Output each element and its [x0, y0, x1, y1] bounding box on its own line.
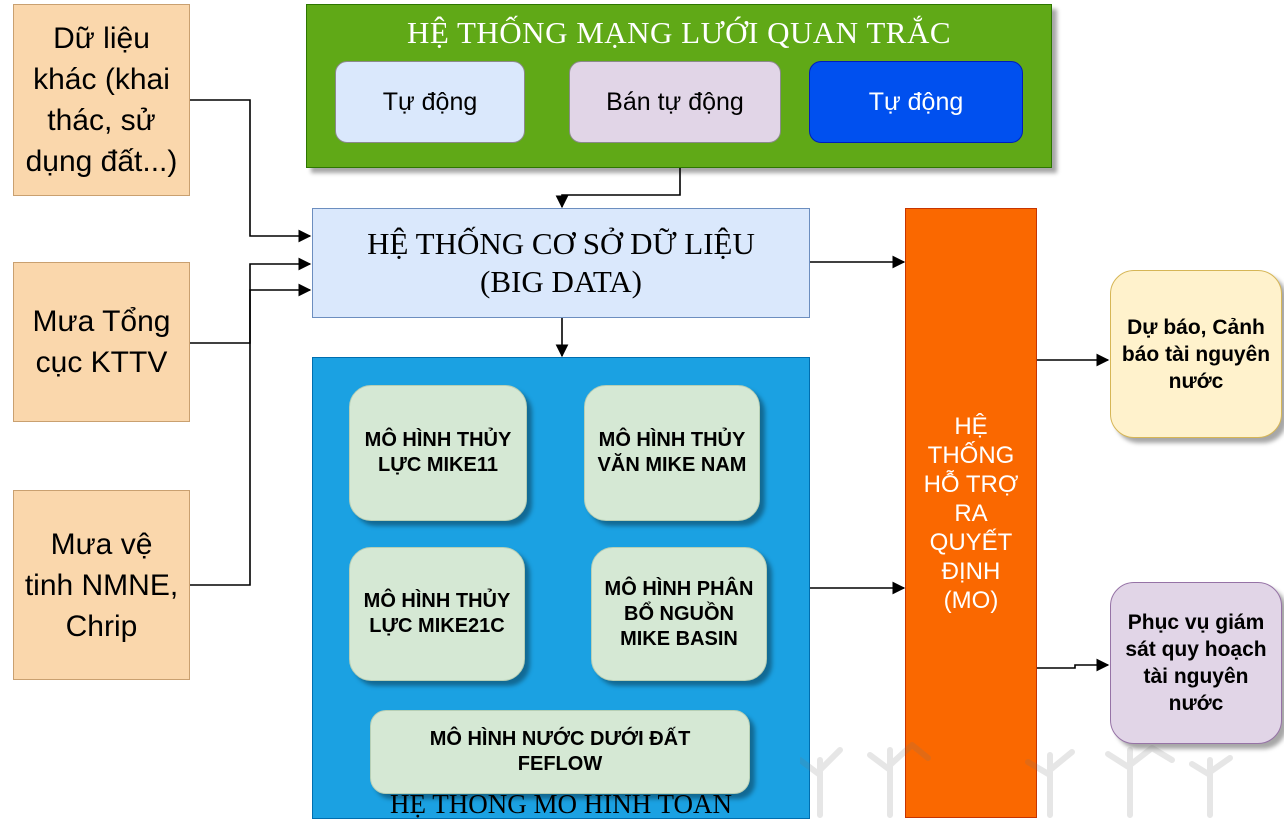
model-mikebasin: MÔ HÌNH PHÂN BỔ NGUỒN MIKE BASIN	[591, 547, 767, 681]
model-mike21c-label: MÔ HÌNH THỦY LỰC MIKE21C	[363, 590, 511, 637]
output-forecast-label: Dự báo, Cảnh báo tài nguyên nước	[1121, 315, 1271, 393]
input-rain-kttv: Mưa Tổng cục KTTV	[13, 262, 190, 422]
plant-watermark	[800, 742, 1233, 818]
monitoring-network-title: HỆ THỐNG MẠNG LƯỚI QUAN TRẮC	[406, 15, 952, 50]
monitoring-item-automatic-1: Tự động	[335, 61, 525, 143]
model-mikenam-label: MÔ HÌNH THỦY VĂN MIKE NAM	[597, 429, 747, 476]
decision-support-label: HỆ THỐNG HỖ TRỢ RA QUYẾT ĐỊNH (MO)	[923, 412, 1019, 614]
input-satellite-rain-label: Mưa vệ tinh NMNE, Chrip	[24, 527, 179, 643]
monitoring-item-automatic-2: Tự động	[809, 61, 1023, 143]
decision-support-box: HỆ THỐNG HỖ TRỢ RA QUYẾT ĐỊNH (MO)	[905, 208, 1037, 818]
database-title: HỆ THỐNG CƠ SỞ DỮ LIỆU	[367, 226, 755, 261]
model-mike11: MÔ HÌNH THỦY LỰC MIKE11	[349, 385, 527, 521]
arrow-other-data-to-database	[190, 99, 312, 243]
input-rain-kttv-label: Mưa Tổng cục KTTV	[32, 305, 171, 379]
models-panel-title: HỆ THỐNG MÔ HÌNH TOÁN	[390, 789, 732, 819]
input-other-data: Dữ liệu khác (khai thác, sử dụng đất...)	[13, 4, 190, 196]
monitoring-item-automatic-2-label: Tự động	[868, 87, 964, 116]
model-mikebasin-label: MÔ HÌNH PHÂN BỔ NGUỒN MIKE BASIN	[604, 577, 754, 650]
model-mikenam: MÔ HÌNH THỦY VĂN MIKE NAM	[584, 385, 760, 521]
monitoring-item-semi-automatic: Bán tự động	[569, 61, 781, 143]
model-mike11-label: MÔ HÌNH THỦY LỰC MIKE11	[364, 429, 512, 476]
arrow-monitoring-to-database	[555, 168, 681, 209]
monitoring-network-panel: HỆ THỐNG MẠNG LƯỚI QUAN TRẮC Tự động Bán…	[306, 4, 1052, 168]
arrow-decision-to-planning	[1037, 658, 1110, 672]
input-satellite-rain: Mưa vệ tinh NMNE, Chrip	[13, 490, 190, 680]
output-forecast: Dự báo, Cảnh báo tài nguyên nước	[1110, 270, 1282, 438]
database-box: HỆ THỐNG CƠ SỞ DỮ LIỆU (BIG DATA)	[312, 208, 810, 318]
database-subtitle: (BIG DATA)	[480, 264, 642, 299]
output-planning-label: Phục vụ giám sát quy hoạch tài nguyên nư…	[1125, 611, 1267, 715]
output-planning: Phục vụ giám sát quy hoạch tài nguyên nư…	[1110, 582, 1282, 744]
input-other-data-label: Dữ liệu khác (khai thác, sử dụng đất...)	[25, 22, 178, 178]
arrow-rain-kttv-to-database	[190, 257, 312, 344]
model-feflow: MÔ HÌNH NƯỚC DƯỚI ĐẤT FEFLOW	[370, 710, 750, 794]
model-feflow-label: MÔ HÌNH NƯỚC DƯỚI ĐẤT FEFLOW	[429, 728, 691, 775]
arrow-satellite-rain-to-database	[190, 283, 312, 586]
monitoring-item-semi-automatic-label: Bán tự động	[606, 87, 744, 116]
monitoring-item-automatic-1-label: Tự động	[382, 87, 478, 116]
model-mike21c: MÔ HÌNH THỦY LỰC MIKE21C	[349, 547, 525, 681]
